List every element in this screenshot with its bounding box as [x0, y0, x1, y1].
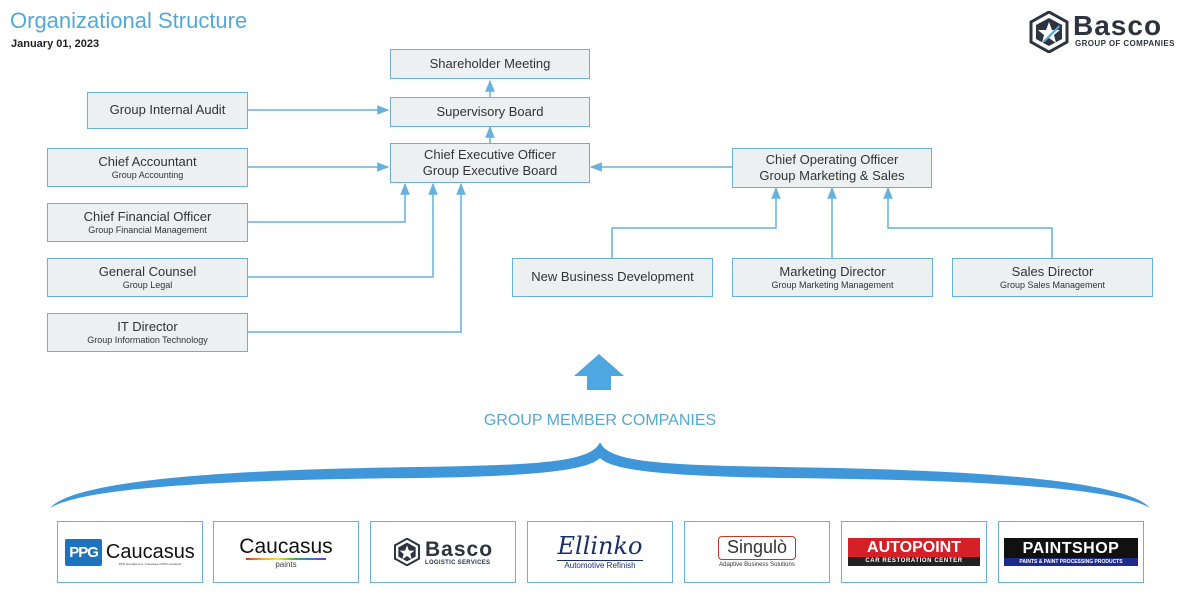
brand-tagline: GROUP OF COMPANIES: [1075, 39, 1175, 48]
cfo-box: Chief Financial Officer Group Financial …: [47, 203, 248, 242]
autopoint-small: CAR RESTORATION CENTER: [865, 558, 963, 565]
group-member-companies-label: GROUP MEMBER COMPANIES: [483, 412, 717, 429]
star-triangle-logo-icon: [1029, 11, 1069, 53]
marketing-director-title: Marketing Director: [779, 263, 886, 279]
cfo-dept: Group Financial Management: [88, 225, 207, 235]
singulo-small: Adaptive Business Solutions: [719, 561, 795, 568]
internal-audit-label: Group Internal Audit: [109, 102, 226, 118]
paintshop-banner: PAINTSHOP PAINTS & PAINT PROCESSING PROD…: [1004, 538, 1138, 566]
basco-logistic-star-icon: [393, 538, 420, 566]
it-director-box: IT Director Group Information Technology: [47, 313, 248, 352]
paintshop-text: PAINTSHOP: [1022, 540, 1120, 558]
shareholder-meeting-box: Shareholder Meeting: [390, 49, 590, 79]
line-nbd-coo: [611, 186, 781, 258]
chief-accountant-dept: Group Accounting: [111, 170, 184, 180]
new-business-label: New Business Development: [531, 269, 694, 285]
sales-director-dept: Group Sales Management: [999, 280, 1106, 290]
caucasus-paints-text: Caucasus: [239, 534, 333, 558]
company-logo-ppg-caucasus: PPG Caucasus PPG Georgia LLC. A licensee…: [57, 521, 203, 583]
company-logo-autopoint: AUTOPOINT CAR RESTORATION CENTER: [841, 521, 987, 583]
ppg-caucasus-small: PPG Georgia LLC. A licensee of PPG produ…: [118, 561, 182, 566]
coo-box: Chief Operating Officer Group Marketing …: [732, 148, 932, 188]
it-director-dept: Group Information Technology: [87, 335, 208, 345]
caucasus-paints-small: paints: [275, 559, 297, 569]
ellinko-small: Automotive Refinish: [564, 561, 636, 570]
paintshop-small: PAINTS & PAINT PROCESSING PRODUCTS: [1019, 558, 1123, 565]
autopoint-subbar: CAR RESTORATION CENTER: [848, 557, 980, 567]
it-director-title: IT Director: [117, 318, 178, 334]
paintshop-subbar: PAINTS & PAINT PROCESSING PRODUCTS: [1004, 557, 1138, 566]
up-arrow-icon: [574, 354, 624, 390]
ellinko-text: Ellinko: [557, 532, 643, 560]
group-brace: [50, 442, 1150, 508]
sales-director-title: Sales Director: [1011, 263, 1094, 279]
singulo-text: Singulò: [726, 537, 788, 558]
new-business-box: New Business Development: [512, 258, 713, 297]
ceo-board: Group Executive Board: [422, 163, 558, 178]
basco-logistic-text: Basco: [424, 537, 494, 561]
general-counsel-title: General Counsel: [98, 263, 197, 279]
company-logo-singulo: Singulò Adaptive Business Solutions: [684, 521, 830, 583]
ellinko-underline: [557, 560, 643, 561]
company-logo-paintshop: PAINTSHOP PAINTS & PAINT PROCESSING PROD…: [998, 521, 1144, 583]
autopoint-banner: AUTOPOINT: [848, 537, 980, 558]
autopoint-text: AUTOPOINT: [867, 538, 961, 556]
shareholder-meeting-label: Shareholder Meeting: [429, 55, 551, 71]
brand-logo: [1029, 11, 1069, 53]
company-logo-ellinko: Ellinko Automotive Refinish: [527, 521, 673, 583]
singulo-badge: Singulò: [717, 536, 797, 560]
ceo-box: Chief Executive Officer Group Executive …: [390, 143, 590, 183]
caucasus-paints-rainbow: [246, 557, 326, 560]
ceo-title: Chief Executive Officer: [424, 146, 556, 162]
chief-accountant-box: Chief Accountant Group Accounting: [47, 148, 248, 187]
sales-director-box: Sales Director Group Sales Management: [952, 258, 1153, 297]
supervisory-board-box: Supervisory Board: [390, 97, 590, 127]
line-counsel-ceo: [248, 182, 438, 278]
brand-name: Basco: [1073, 10, 1163, 41]
marketing-director-box: Marketing Director Group Marketing Manag…: [732, 258, 933, 297]
chief-accountant-title: Chief Accountant: [98, 153, 197, 169]
general-counsel-box: General Counsel Group Legal: [47, 258, 248, 297]
line-sales-coo: [883, 186, 1053, 258]
general-counsel-dept: Group Legal: [122, 280, 173, 290]
page-title: Organizational Structure: [10, 8, 248, 33]
cfo-title: Chief Financial Officer: [83, 208, 212, 224]
marketing-director-dept: Group Marketing Management: [771, 280, 894, 290]
supervisory-board-label: Supervisory Board: [436, 103, 544, 119]
coo-dept: Group Marketing & Sales: [759, 168, 905, 183]
company-logo-basco-logistic: Basco LOGISTIC SERVICES: [370, 521, 516, 583]
line-cfo-ceo: [248, 182, 410, 223]
ppg-caucasus-text: Caucasus: [105, 540, 195, 563]
ppg-mark: PPG: [65, 538, 102, 566]
page-date: January 01, 2023: [11, 38, 100, 50]
coo-title: Chief Operating Officer: [765, 151, 899, 167]
company-logo-caucasus-paints: Caucasus paints: [213, 521, 359, 583]
line-it-ceo: [248, 182, 466, 333]
internal-audit-box: Group Internal Audit: [87, 92, 248, 129]
basco-logistic-small: LOGISTIC SERVICES: [424, 559, 491, 566]
